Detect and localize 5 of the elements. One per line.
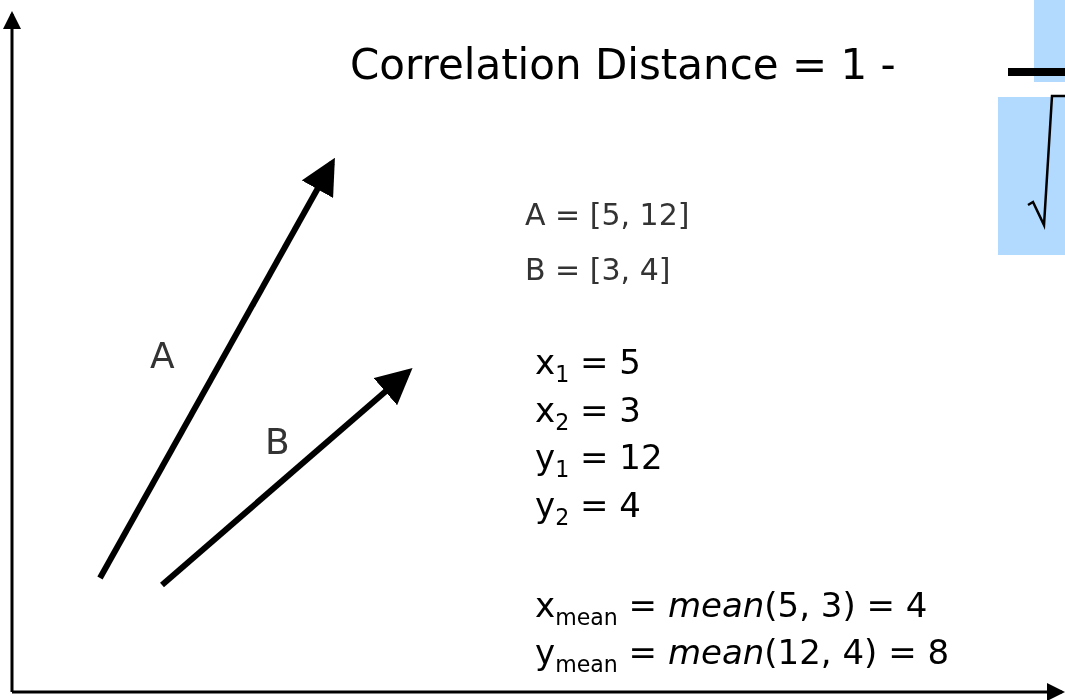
formula-title: Correlation Distance = 1 - — [350, 42, 896, 89]
vector-value: A = [5, 12] — [525, 200, 690, 230]
vector-label: B — [265, 424, 290, 460]
vector-label: A — [150, 338, 175, 374]
vector-value: B = [3, 4] — [525, 255, 671, 285]
